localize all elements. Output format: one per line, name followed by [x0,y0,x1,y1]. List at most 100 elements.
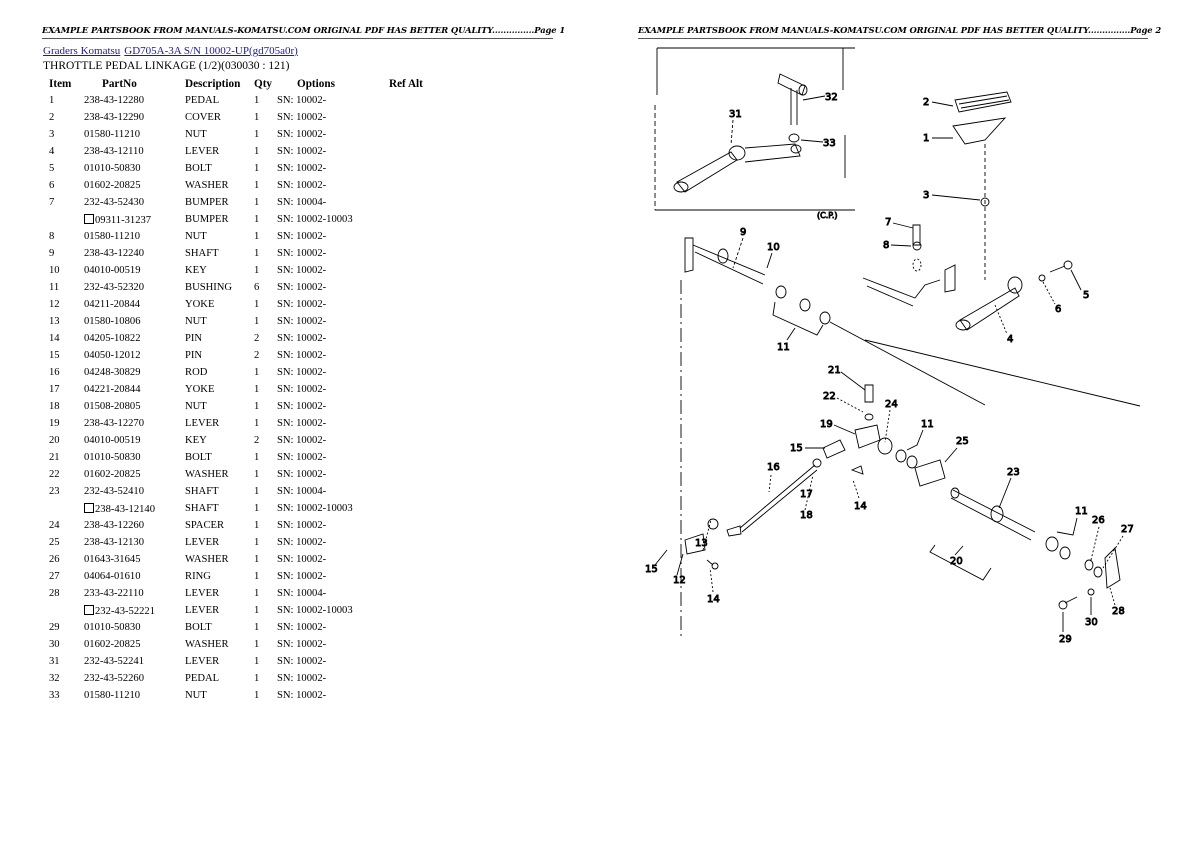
cell-description: NUT [185,690,207,701]
cell-ref-alt [389,534,429,551]
svg-text:18: 18 [800,510,813,521]
cell-description: NUT [185,316,207,327]
cell-qty: 1 [254,367,260,378]
cell-description: BOLT [185,622,212,633]
cell-description: LEVER [185,418,220,429]
svg-text:16: 16 [767,462,780,473]
cell-options: SN: 10002- [277,146,327,157]
cell-qty: 1 [254,673,260,684]
cell-item: 23 [49,486,60,497]
page-header: EXAMPLE PARTSBOOK FROM MANUALS-KOMATSU.C… [638,25,1161,39]
svg-text:6: 6 [1055,304,1061,315]
svg-text:14: 14 [854,501,867,512]
cell-description: BUSHING [185,282,233,293]
cell-description: ROD [185,367,208,378]
cell-partno: 233-43-22110 [84,588,144,599]
cell-options: SN: 10002- [277,452,327,463]
table-header-row: Item PartNo Description Qty Options Ref … [43,76,429,92]
cell-description: COVER [185,112,221,123]
page-2: EXAMPLE PARTSBOOK FROM MANUALS-KOMATSU.C… [595,0,1190,842]
cell-item: 29 [49,622,60,633]
cell-description: WASHER [185,180,229,191]
cell-item: 30 [49,639,60,650]
cell-ref-alt [389,602,429,619]
cell-qty: 1 [254,537,260,548]
alternate-part-checkbox-icon [84,604,94,615]
cell-options: SN: 10002- [277,95,327,106]
cell-description: SHAFT [185,486,219,497]
svg-text:10: 10 [767,242,780,253]
column-header-qty: Qty [254,78,273,90]
cell-qty: 1 [254,639,260,650]
cell-partno: 01010-50830 [84,622,141,633]
cell-description: WASHER [185,554,229,565]
svg-text:15: 15 [790,443,803,454]
cell-partno: 04248-30829 [84,367,141,378]
cell-item: 4 [49,146,55,157]
cell-qty: 1 [254,622,260,633]
svg-text:19: 19 [820,419,833,430]
cell-qty: 1 [254,588,260,599]
cell-partno: 01580-10806 [84,316,141,327]
cell-item: 22 [49,469,60,480]
cell-options: SN: 10002- [277,690,327,701]
cell-options: SN: 10002- [277,537,327,548]
alternate-part-checkbox-icon [84,502,94,513]
cell-partno: 04064-01610 [84,571,141,582]
svg-text:32: 32 [825,92,838,103]
cell-qty: 1 [254,418,260,429]
cell-options: SN: 10002- [277,401,327,412]
inset-note: (C.P.) [817,211,838,220]
cell-description: LEVER [185,146,220,157]
cell-partno: 238-43-12110 [84,146,144,157]
cell-ref-alt [389,381,429,398]
cell-ref-alt [389,568,429,585]
cell-item [43,500,84,517]
cell-options: SN: 10002- [277,299,327,310]
column-header-ref-alt: Ref Alt [389,78,423,90]
cell-partno: 232-43-52410 [84,486,145,497]
cell-item [43,211,84,228]
cell-qty: 6 [254,282,260,293]
cell-options: SN: 10002- [277,265,327,276]
svg-text:5: 5 [1083,290,1089,301]
cell-ref-alt [389,653,429,670]
cell-qty: 2 [254,435,260,446]
svg-text:25: 25 [956,436,969,447]
cell-description: KEY [185,435,207,446]
cell-partno: 232-43-52260 [84,673,145,684]
svg-text:15: 15 [645,564,658,575]
cell-partno: 01010-50830 [84,452,141,463]
cell-partno: 232-43-52320 [84,282,145,293]
svg-text:28: 28 [1112,606,1125,617]
svg-text:1: 1 [923,133,929,144]
cell-description: LEVER [185,605,220,616]
cell-partno: 238-43-12280 [84,95,145,106]
cell-options: SN: 10002- [277,316,327,327]
breadcrumb-model-link[interactable]: GD705A-3A S/N 10002-UP(gd705a0r) [124,45,298,57]
cell-item: 14 [49,333,60,344]
cell-item: 20 [49,435,60,446]
svg-text:29: 29 [1059,634,1072,645]
cell-options: SN: 10002- [277,656,327,667]
cell-qty: 1 [254,197,260,208]
part-number: 232-43-52221 [95,605,156,617]
shaft-assembly-upper: 9 10 11 [680,227,986,640]
svg-text:7: 7 [885,217,891,228]
breadcrumb-category-link[interactable]: Graders Komatsu [43,45,121,57]
cell-qty: 2 [254,350,260,361]
cell-ref-alt [389,296,429,313]
